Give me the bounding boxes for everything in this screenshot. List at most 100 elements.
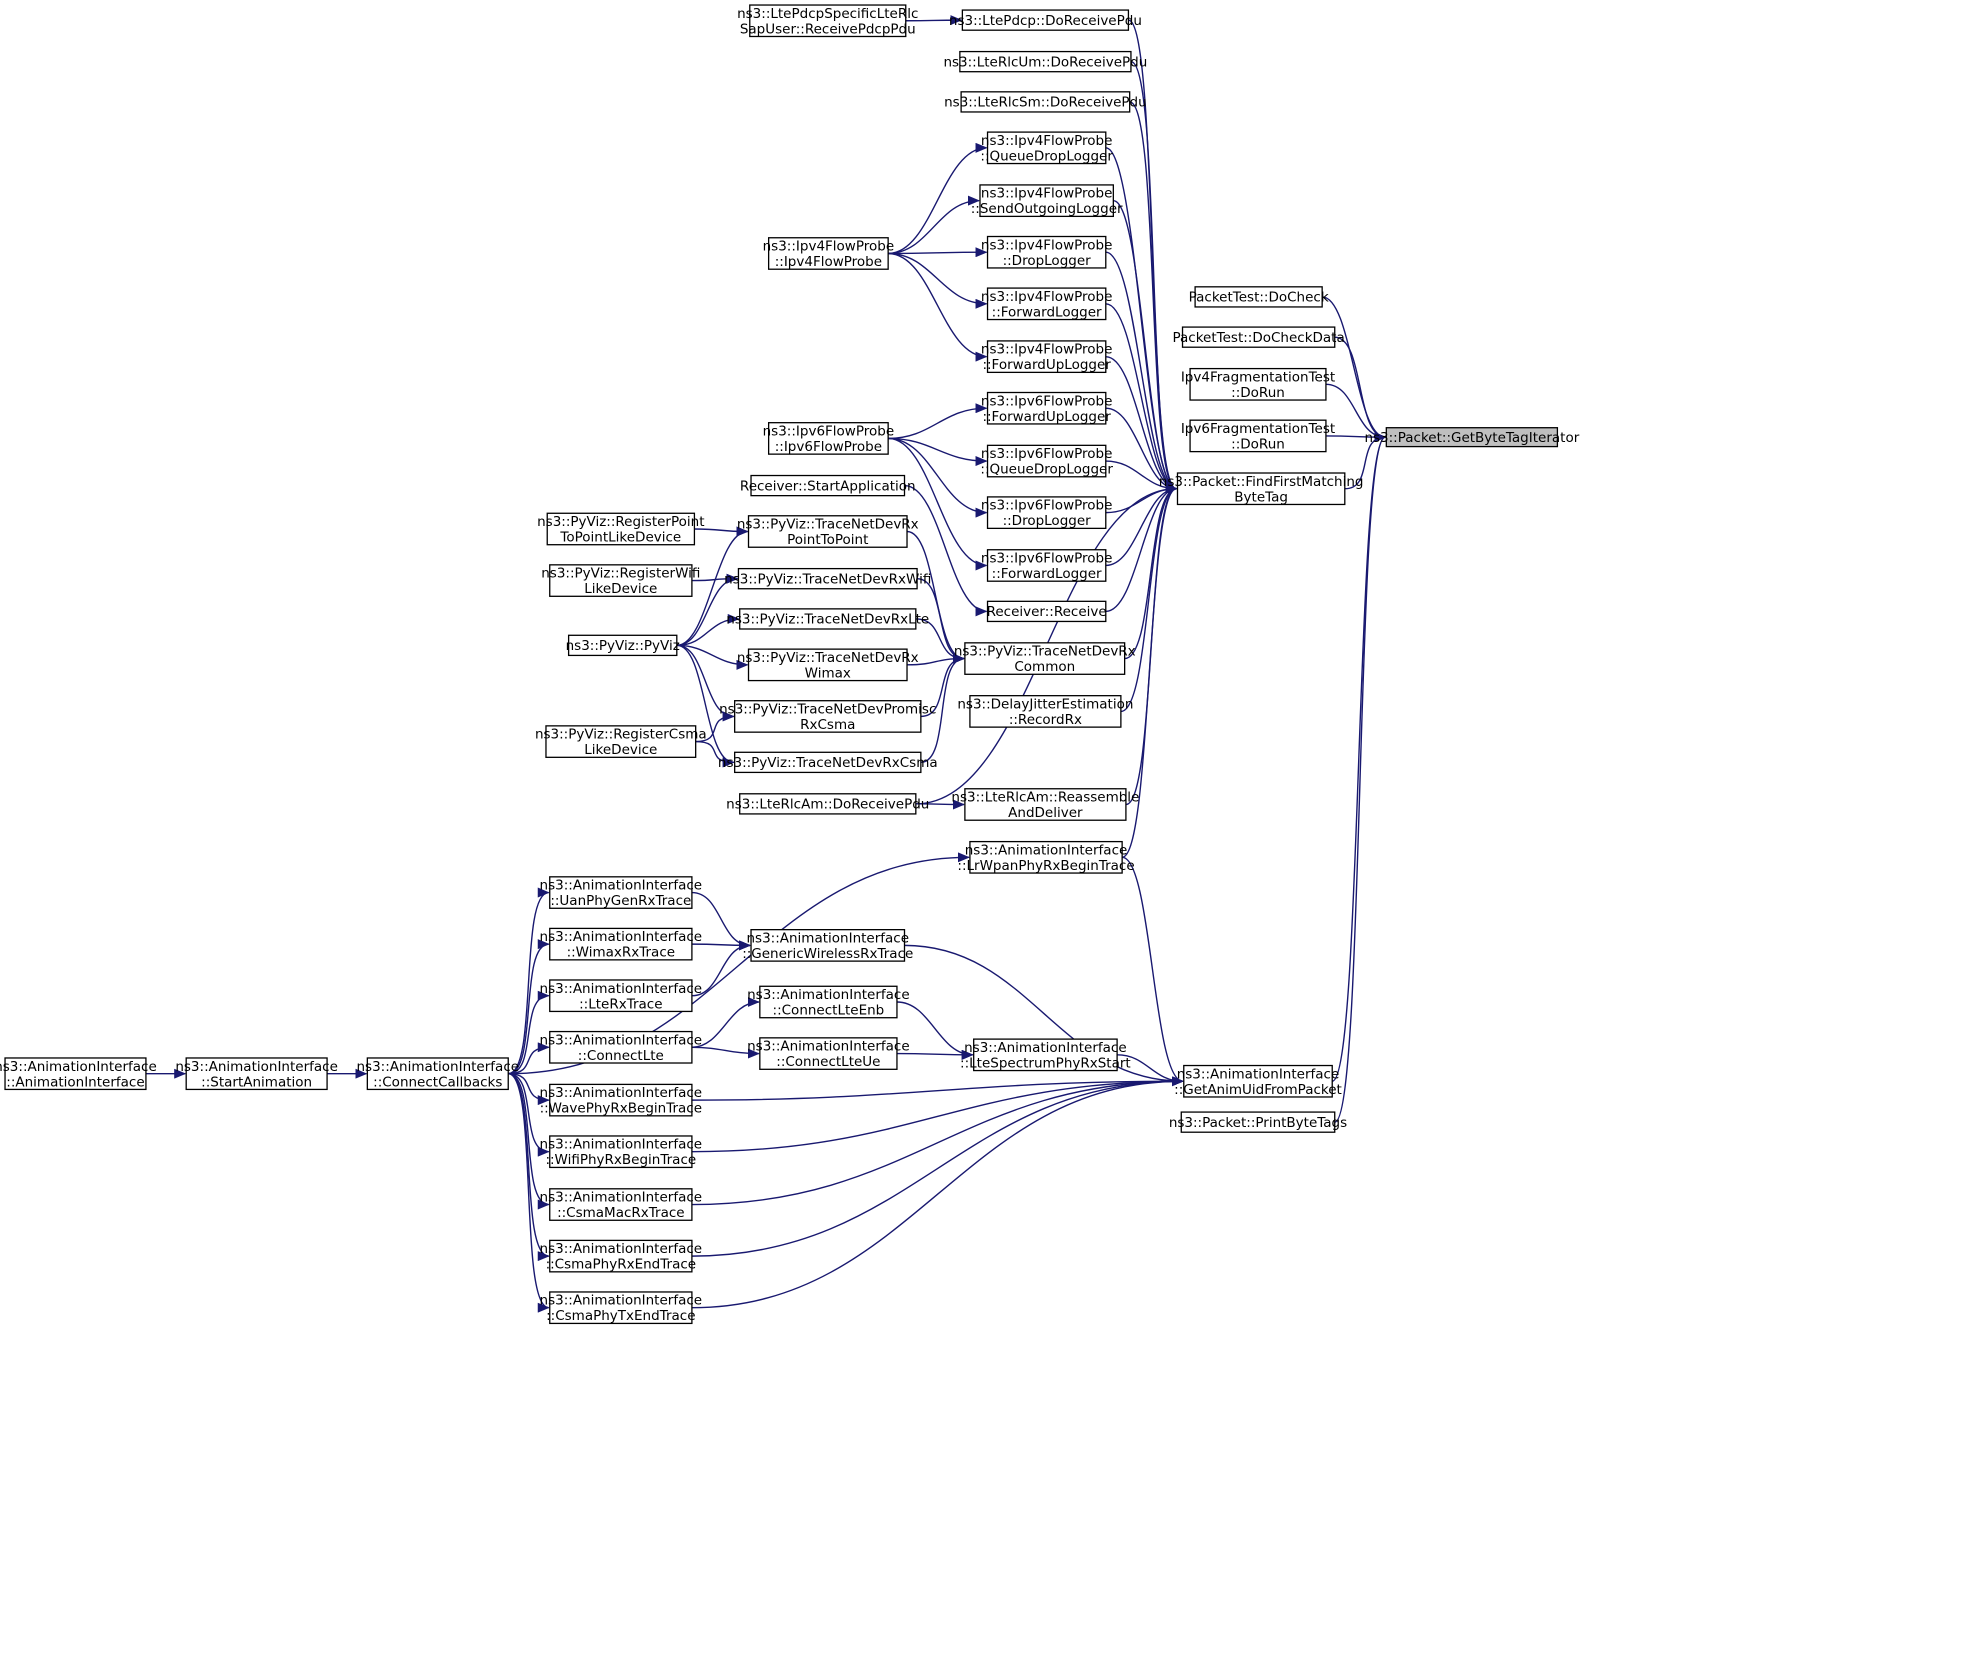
node-label: ns3::LtePdcpSpecificLteRlc [737,6,918,22]
graph-node-recv_receive[interactable]: Receiver::Receive [987,600,1107,623]
edge-ipv6probe-to-ipv6_qdrop [888,437,988,467]
node-box [185,1057,328,1091]
edge-ai_csmamac-to-getanim [691,1076,1184,1206]
graph-node-ipv6_fwd[interactable]: ns3::Ipv6FlowProbe::ForwardLogger [981,549,1113,582]
graph-node-delayjitter[interactable]: ns3::DelayJitterEstimation::RecordRx [957,695,1133,728]
edge-ai_connectcb-to-ai_csmaphytx [508,1073,550,1313]
edge-ai_connectcb-to-ai_wifiphy [508,1073,550,1157]
graph-node-ai_generic[interactable]: ns3::AnimationInterface::GenericWireless… [742,929,913,962]
graph-node-ltepdcpsap[interactable]: ns3::LtePdcpSpecificLteRlcSapUser::Recei… [737,4,918,37]
node-box [1189,367,1327,401]
node-label: ns3::Ipv4FlowProbe [981,133,1113,149]
graph-node-ipv4_fwdup[interactable]: ns3::Ipv4FlowProbe::ForwardUpLogger [981,340,1113,373]
graph-node-ai_csmamac[interactable]: ns3::AnimationInterface::CsmaMacRxTrace [540,1188,703,1221]
node-label: ::AnimationInterface [6,1074,144,1090]
graph-node-ipv6_qdrop[interactable]: ns3::Ipv6FlowProbe::QueueDropLogger [980,444,1113,478]
graph-node-ai_uan[interactable]: ns3::AnimationInterface::UanPhyGenRxTrac… [540,876,703,909]
graph-node-ai_ltespec[interactable]: ns3::AnimationInterface::LteSpectrumPhyR… [960,1038,1131,1071]
graph-node-ai_csmaphytx[interactable]: ns3::AnimationInterface::CsmaPhyTxEndTra… [540,1291,703,1324]
graph-node-ipv4frag[interactable]: Ipv4FragmentationTest::DoRun [1181,367,1335,401]
node-label: AndDeliver [1008,805,1083,821]
graph-node-ai_wimax[interactable]: ns3::AnimationInterface::WimaxRxTrace [540,927,703,961]
node-label: ns3::PyViz::TraceNetDevRx [737,517,919,533]
graph-node-ai_lrwpan[interactable]: ns3::AnimationInterface::LrWpanPhyRxBegi… [957,840,1135,874]
graph-node-ipv4_fwd[interactable]: ns3::Ipv4FlowProbe::ForwardLogger [981,287,1113,320]
graph-node-ai_csmaphyrx[interactable]: ns3::AnimationInterface::CsmaPhyRxEndTra… [540,1239,703,1273]
edge-ai_connectcb-to-ai_lterx [508,990,550,1075]
graph-node-ltepdcp[interactable]: ns3::LtePdcp::DoReceivePdu [949,9,1142,31]
edge-ipv4_send-to-findfirst [1113,199,1178,494]
node-box [969,695,1122,728]
graph-node-ai_wave[interactable]: ns3::AnimationInterface::WavePhyRxBeginT… [540,1083,703,1117]
node-label: ns3::AnimationInterface [1177,1066,1340,1082]
graph-node-ipv4_drop[interactable]: ns3::Ipv4FlowProbe::DropLogger [981,235,1113,269]
node-box [737,567,918,590]
graph-node-recv_start[interactable]: Receiver::StartApplication [740,474,916,497]
graph-node-ai_wifiphy[interactable]: ns3::AnimationInterface::WifiPhyRxBeginT… [540,1135,703,1168]
node-label: ::WimaxRxTrace [567,945,676,961]
node-box [545,725,697,758]
node-label: ::QueueDropLogger [980,148,1113,164]
graph-node-root[interactable]: ns3::Packet::GetByteTagIterator [1364,427,1580,448]
node-label: ::ForwardUpLogger [982,357,1111,373]
graph-node-tnd_lte[interactable]: ns3::PyViz::TraceNetDevRxLte [726,608,929,630]
node-label: ns3::Ipv6FlowProbe [981,393,1113,409]
node-label: ::SendOutgoingLogger [971,201,1123,217]
graph-node-ipv6frag[interactable]: Ipv6FragmentationTest::DoRun [1181,419,1335,452]
graph-node-lterlcum[interactable]: ns3::LteRlcUm::DoReceivePdu [943,50,1147,73]
node-label: ToPointLikeDevice [559,530,681,546]
graph-node-pt_docheckdata[interactable]: PacketTest::DoCheckData [1172,326,1345,348]
edge-pyviz-to-tnd_wimax [676,644,749,670]
graph-node-ipv6probe[interactable]: ns3::Ipv6FlowProbe::Ipv6FlowProbe [763,422,895,455]
graph-node-ipv4_send[interactable]: ns3::Ipv4FlowProbe::SendOutgoingLogger [971,184,1123,217]
graph-node-getanim[interactable]: ns3::AnimationInterface::GetAnimUidFromP… [1174,1064,1342,1098]
node-label: ns3::PyViz::RegisterWifi [541,566,700,582]
graph-node-pyviz[interactable]: ns3::PyViz::PyViz [566,634,680,657]
node-label: ns3::Ipv4FlowProbe [981,342,1113,358]
graph-node-tnd_wifi[interactable]: ns3::PyViz::TraceNetDevRxWifi [724,567,931,590]
graph-node-reg_p2p[interactable]: ns3::PyViz::RegisterPointToPointLikeDevi… [537,512,705,546]
node-box [549,564,693,597]
node-box [739,793,917,815]
graph-node-ai_lterx[interactable]: ns3::AnimationInterface::LteRxTrace [540,979,703,1012]
node-label: ns3::LtePdcp::DoReceivePdu [949,13,1142,29]
graph-node-pt_docheck[interactable]: PacketTest::DoCheck [1189,286,1329,308]
node-label: ::CsmaPhyTxEndTrace [546,1308,695,1324]
graph-node-ai_startanim[interactable]: ns3::AnimationInterface::StartAnimation [175,1057,338,1091]
edge-pyviz-to-tnd_wifi [676,573,739,647]
graph-node-lterlcsm[interactable]: ns3::LteRlcSm::DoReceivePdu [944,91,1147,113]
edge-tnd_common-to-findfirst [1124,483,1178,660]
node-label: ns3::Packet::PrintByteTags [1169,1115,1347,1131]
graph-node-lterlcam_do[interactable]: ns3::LteRlcAm::DoReceivePdu [726,793,929,815]
edge-ipv4probe-to-ipv4_fwd [888,252,988,309]
node-box [747,648,908,682]
node-label: ns3::LteRlcAm::Reassemble [951,790,1139,806]
node-label: ns3::AnimationInterface [357,1059,520,1075]
graph-node-ipv6_drop[interactable]: ns3::Ipv6FlowProbe::DropLogger [981,496,1113,529]
graph-node-ai_connlteue[interactable]: ns3::AnimationInterface::ConnectLteUe [747,1037,910,1070]
graph-node-ai_connlteenb[interactable]: ns3::AnimationInterface::ConnectLteEnb [747,985,910,1019]
graph-node-ipv4_qdrop[interactable]: ns3::Ipv4FlowProbe::QueueDropLogger [980,131,1113,164]
graph-node-ai_ctor[interactable]: ns3::AnimationInterface::AnimationInterf… [0,1057,157,1091]
graph-node-ai_connlte[interactable]: ns3::AnimationInterface::ConnectLte [540,1030,703,1064]
node-box [4,1057,147,1091]
node-label: ns3::LteRlcAm::DoReceivePdu [726,797,929,813]
edge-pt_docheckdata-to-root [1334,336,1387,443]
graph-node-ipv4probe[interactable]: ns3::Ipv4FlowProbe::Ipv4FlowProbe [763,237,895,270]
node-label: ::QueueDropLogger [980,462,1113,478]
graph-node-printbytetags[interactable]: ns3::Packet::PrintByteTags [1169,1111,1347,1133]
graph-node-tnd_csma[interactable]: ns3::PyViz::TraceNetDevRxCsma [718,751,938,774]
graph-node-ipv6_fwdup[interactable]: ns3::Ipv6FlowProbe::ForwardUpLogger [981,391,1113,425]
node-label: ns3::PyViz::TraceNetDevRx [737,650,919,666]
graph-node-ai_connectcb[interactable]: ns3::AnimationInterface::ConnectCallback… [357,1057,520,1090]
edge-ipv4probe-to-ipv4_fwdup [888,252,988,362]
edge-ai_csmaphytx-to-getanim [691,1076,1184,1309]
